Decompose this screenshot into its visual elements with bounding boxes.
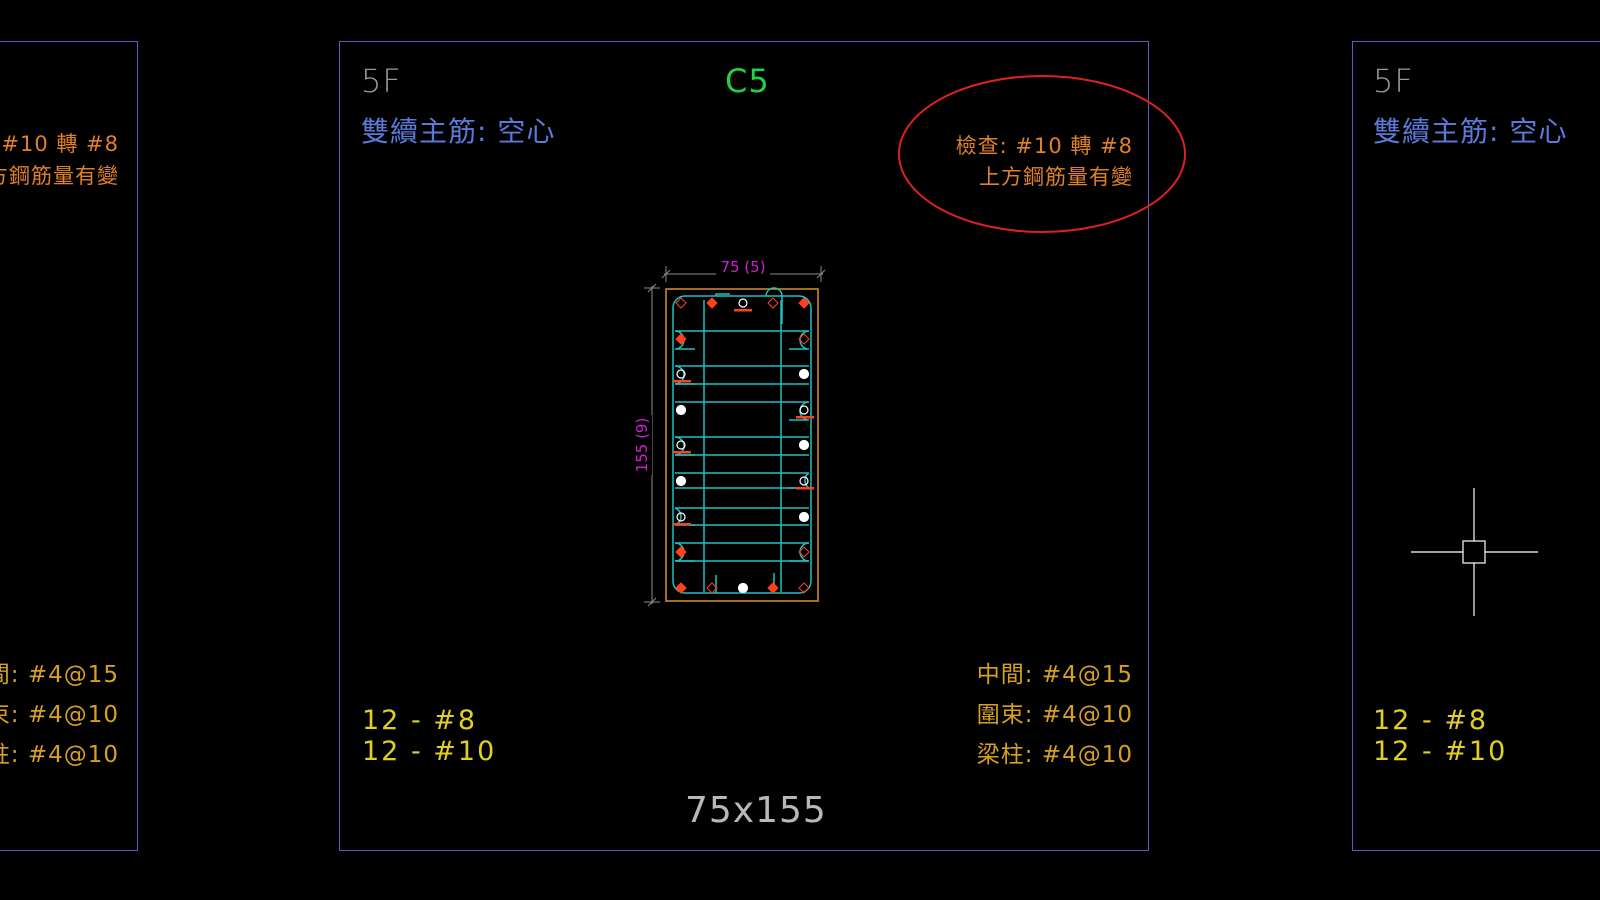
left-change-note: 方鋼筋量有變 (0, 164, 119, 188)
right-bars-8: 12 - #8 (1373, 705, 1489, 736)
center-floor-label: 5F (361, 62, 402, 100)
crosshair-cursor-icon (1411, 488, 1538, 616)
right-floor-label: 5F (1373, 62, 1414, 100)
center-rebar-mode: 雙續主筋: 空心 (361, 115, 556, 148)
column-section[interactable] (665, 287, 819, 602)
center-check-line: 檢查: #10 轉 #8 (955, 134, 1133, 158)
left-stirrup-confined: 圍束: #4@10 (0, 702, 119, 728)
right-panel-frame (1352, 41, 1600, 851)
stirrups (672, 287, 812, 594)
left-check-line: #10 轉 #8 (1, 132, 119, 156)
center-stirrup-middle: 中間: #4@15 (976, 662, 1133, 688)
height-dimension-text: 155 (9) (633, 418, 651, 473)
rebar-tags (673, 309, 814, 526)
check-highlight-ellipse (898, 75, 1186, 233)
center-panel-frame[interactable] (339, 41, 1149, 851)
center-stirrup-confined: 圍束: #4@10 (976, 702, 1133, 728)
left-stirrup-beam-column: 梁柱: #4@10 (0, 742, 119, 768)
left-panel-frame (0, 41, 138, 851)
right-rebar-mode: 雙續主筋: 空心 (1373, 115, 1568, 148)
center-stirrup-beam-column: 梁柱: #4@10 (976, 742, 1133, 768)
column-name: C5 (725, 62, 770, 100)
width-dimension-text: 75 (5) (720, 258, 765, 276)
center-change-note: 上方鋼筋量有變 (979, 165, 1133, 189)
center-bars-8: 12 - #8 (362, 705, 478, 736)
center-bars-10: 12 - #10 (362, 736, 497, 767)
right-bars-10: 12 - #10 (1373, 736, 1508, 767)
section-outline (665, 288, 819, 602)
section-size-label: 75x155 (685, 790, 827, 831)
rebar-10-markers (675, 297, 810, 594)
rebar-8-markers (675, 298, 810, 594)
left-stirrup-middle: 中間: #4@15 (0, 662, 119, 688)
